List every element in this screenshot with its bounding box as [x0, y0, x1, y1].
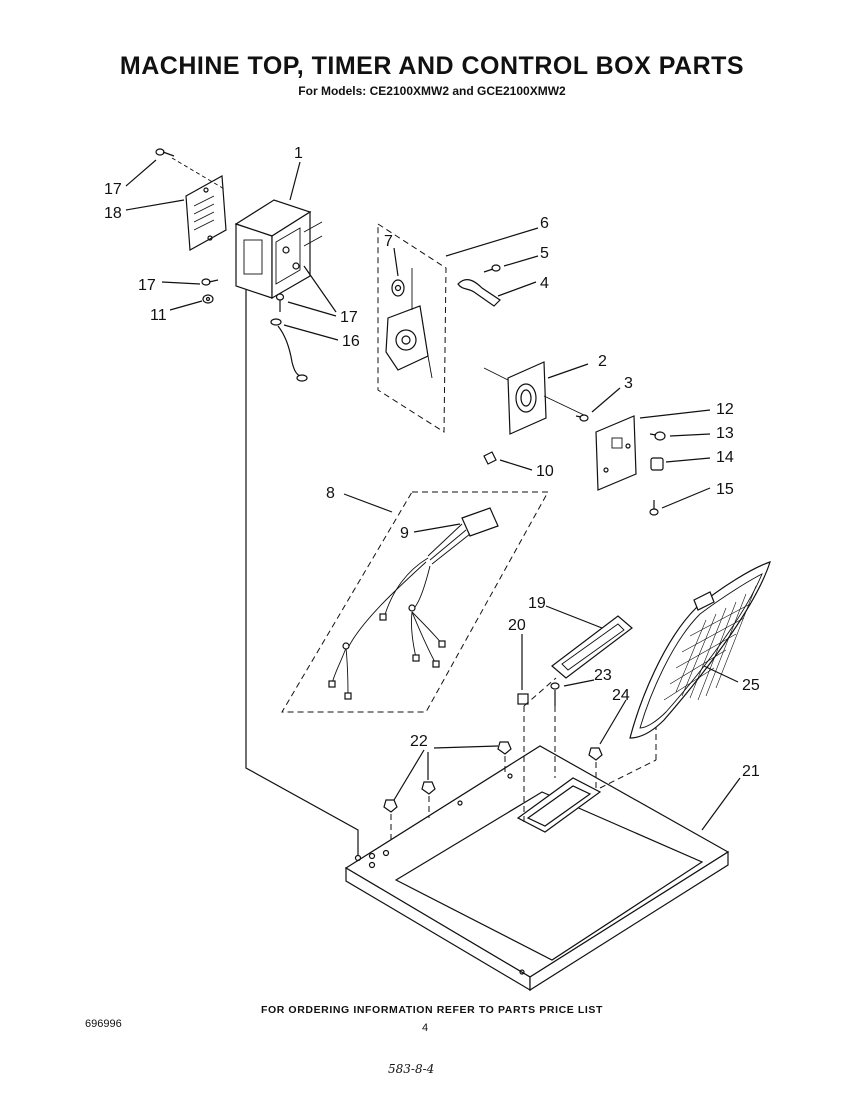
callout-17-left: 17 — [138, 277, 156, 294]
clip-20 — [517, 693, 529, 824]
nut-11 — [202, 294, 214, 304]
callout-11: 11 — [150, 307, 167, 324]
knob-14 — [650, 457, 664, 471]
wiring-harness — [281, 491, 549, 713]
callout-18: 18 — [104, 205, 122, 222]
clip-10 — [483, 451, 497, 465]
callout-21: 21 — [742, 763, 760, 780]
page-number: 4 — [422, 1022, 429, 1034]
document-part-number: 696996 — [85, 1018, 122, 1030]
callout-16: 16 — [342, 333, 360, 350]
models-subtitle: For Models: CE2100XMW2 and GCE2100XMW2 — [298, 84, 566, 98]
callout-24: 24 — [612, 687, 630, 704]
nut-24 — [588, 747, 603, 790]
diagram-title: MACHINE TOP, TIMER AND CONTROL BOX PARTS — [119, 52, 745, 80]
callout-25: 25 — [742, 677, 760, 694]
callout-3: 3 — [624, 375, 633, 392]
callout-9: 9 — [400, 525, 409, 542]
leader-lines — [125, 159, 741, 831]
callout-19: 19 — [528, 595, 546, 612]
ordering-note: FOR ORDERING INFORMATION REFER TO PARTS … — [260, 1004, 604, 1016]
screw-13 — [649, 431, 666, 441]
callout-8: 8 — [326, 485, 335, 502]
timer-mounting-plate — [377, 223, 447, 433]
callout-12: 12 — [716, 401, 734, 418]
screw-3 — [575, 414, 589, 422]
screw-5 — [483, 264, 501, 273]
callout-7: 7 — [384, 233, 393, 250]
callout-14: 14 — [716, 449, 734, 466]
control-box — [234, 199, 323, 300]
screw-17-bottom — [275, 293, 285, 312]
callout-15: 15 — [716, 481, 734, 498]
callout-22: 22 — [410, 733, 428, 750]
callout-5: 5 — [540, 245, 549, 262]
callout-17-right: 17 — [340, 309, 358, 326]
part-19-bezel — [551, 615, 633, 679]
ground-wire — [270, 318, 308, 382]
callout-13: 13 — [716, 425, 734, 442]
control-box-panel — [185, 175, 227, 251]
console-grille — [629, 561, 771, 739]
switch-plate — [595, 415, 637, 491]
nut-22-a — [497, 741, 512, 776]
screw-17-top — [155, 148, 175, 157]
screw-17-left — [201, 278, 219, 286]
timer-knob-clip — [457, 279, 501, 307]
callout-4: 4 — [540, 275, 549, 292]
callout-23: 23 — [594, 667, 612, 684]
callout-10: 10 — [536, 463, 554, 480]
handwritten-note: 583-8-4 — [388, 1062, 435, 1076]
switch-bracket — [483, 361, 587, 435]
callout-numbers: 1 17 18 17 11 17 16 6 7 5 4 2 3 12 13 14… — [104, 145, 760, 780]
callout-17-top: 17 — [104, 181, 122, 198]
callout-6: 6 — [540, 215, 549, 232]
callout-1: 1 — [294, 145, 303, 162]
machine-top — [344, 745, 730, 992]
screw-15 — [649, 500, 659, 516]
screw-23 — [550, 682, 560, 778]
callout-20: 20 — [508, 617, 526, 634]
nut-22-b — [421, 781, 436, 818]
callout-2: 2 — [598, 353, 607, 370]
nut-22-c — [383, 799, 398, 840]
